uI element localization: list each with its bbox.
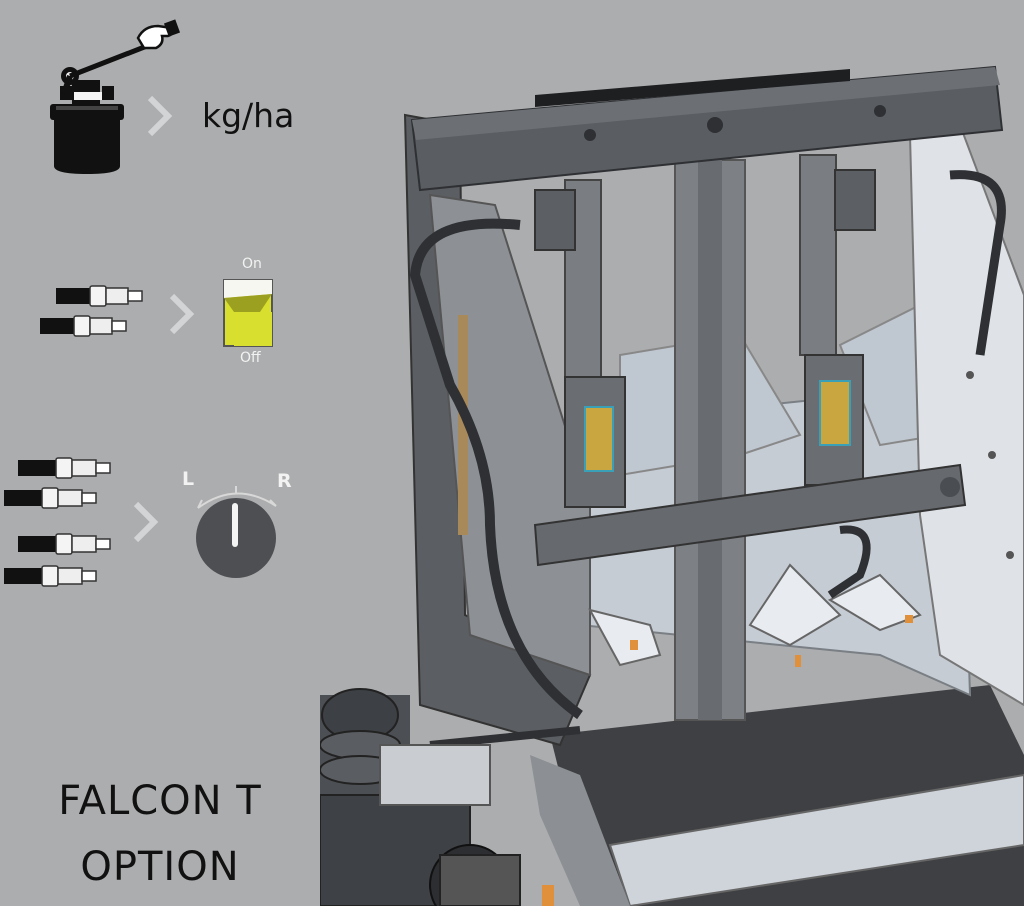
hydraulic-coupler-icon xyxy=(4,457,111,587)
hydraulic-coupler-icon xyxy=(40,285,143,337)
product-title-line2: OPTION xyxy=(80,844,240,890)
chevron-right-icon xyxy=(133,501,159,543)
switch-off-label: Off xyxy=(240,350,261,366)
product-title-line1: FALCON T xyxy=(58,778,262,824)
chute-side xyxy=(608,773,1024,906)
toggle-switch-icon xyxy=(223,279,273,347)
dial-left-label: L xyxy=(182,468,195,490)
dial-right-label: R xyxy=(277,470,292,492)
cross-beam xyxy=(533,463,967,567)
chevron-right-icon xyxy=(147,95,173,137)
warning-label xyxy=(584,406,614,472)
hydraulic-motor-lever-icon xyxy=(50,19,181,174)
rate-unit-label: kg/ha xyxy=(202,96,295,135)
hydraulic-hose xyxy=(949,170,1006,356)
machine-illustration xyxy=(320,65,1024,906)
chevron-right-icon xyxy=(169,293,195,335)
warning-label xyxy=(819,380,851,446)
hydraulic-hose xyxy=(409,218,583,720)
rotary-dial-icon xyxy=(196,486,277,578)
gearbox-drive xyxy=(320,688,554,906)
right-cylinder xyxy=(799,154,837,356)
switch-on-label: On xyxy=(242,256,262,272)
